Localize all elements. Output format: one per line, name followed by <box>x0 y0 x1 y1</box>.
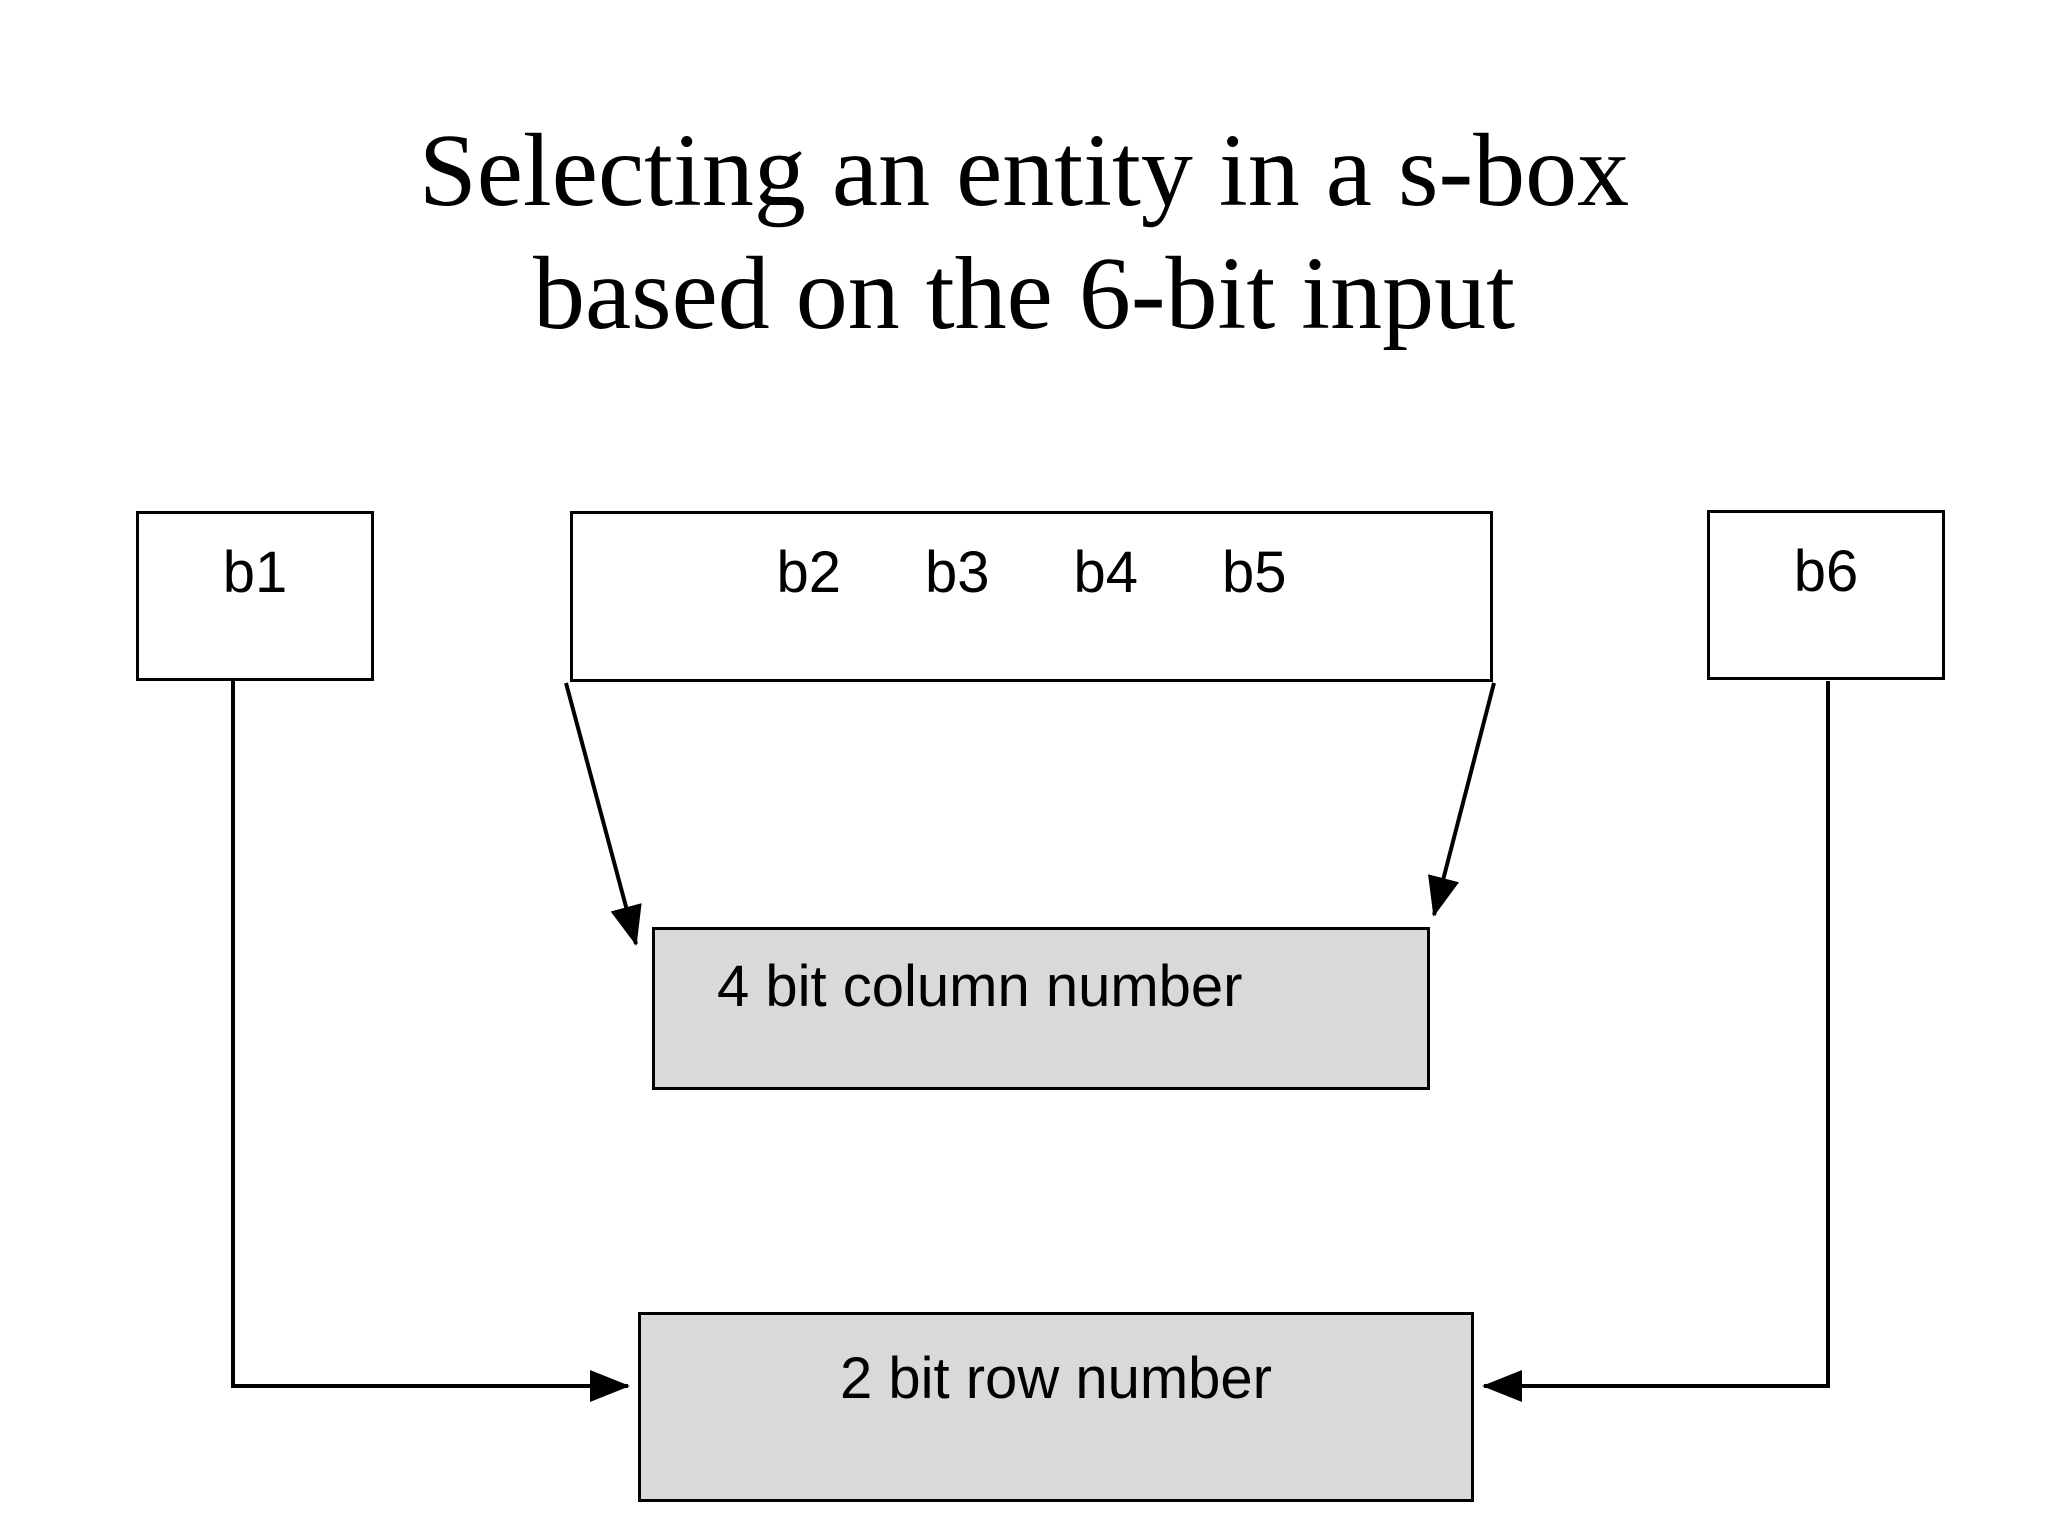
page-title-line-2: based on the 6-bit input <box>532 235 1516 351</box>
page-title: Selecting an entity in a s-box based on … <box>0 110 2048 355</box>
bit-box-middle-b2-b5[interactable]: b2 b3 b4 b5 <box>570 511 1493 682</box>
row-number-box[interactable]: 2 bit row number <box>638 1312 1474 1502</box>
bit-box-b1[interactable]: b1 <box>136 511 374 681</box>
column-number-box[interactable]: 4 bit column number <box>652 927 1430 1090</box>
bit-box-b4-label: b4 <box>1073 540 1139 605</box>
bit-box-b5-label: b5 <box>1222 540 1287 605</box>
page-title-line-1: Selecting an entity in a s-box <box>418 113 1630 228</box>
column-number-label: 4 bit column number <box>717 954 1243 1019</box>
bit-box-middle-label-group: b2 b3 b4 b5 <box>734 544 1328 602</box>
arrow-b2-to-column-number <box>564 682 642 946</box>
bit-box-b3-label: b3 <box>924 540 990 605</box>
arrow-b6-to-row-number <box>1482 681 1830 1402</box>
bit-box-b1-label: b1 <box>222 540 288 605</box>
bit-box-b6[interactable]: b6 <box>1707 510 1945 680</box>
arrow-b5-to-column-number <box>1428 682 1496 917</box>
bit-box-b2-label: b2 <box>776 540 841 605</box>
bit-box-b6-label: b6 <box>1793 539 1859 604</box>
arrow-b1-to-row-number <box>231 681 630 1402</box>
row-number-label: 2 bit row number <box>840 1346 1272 1411</box>
